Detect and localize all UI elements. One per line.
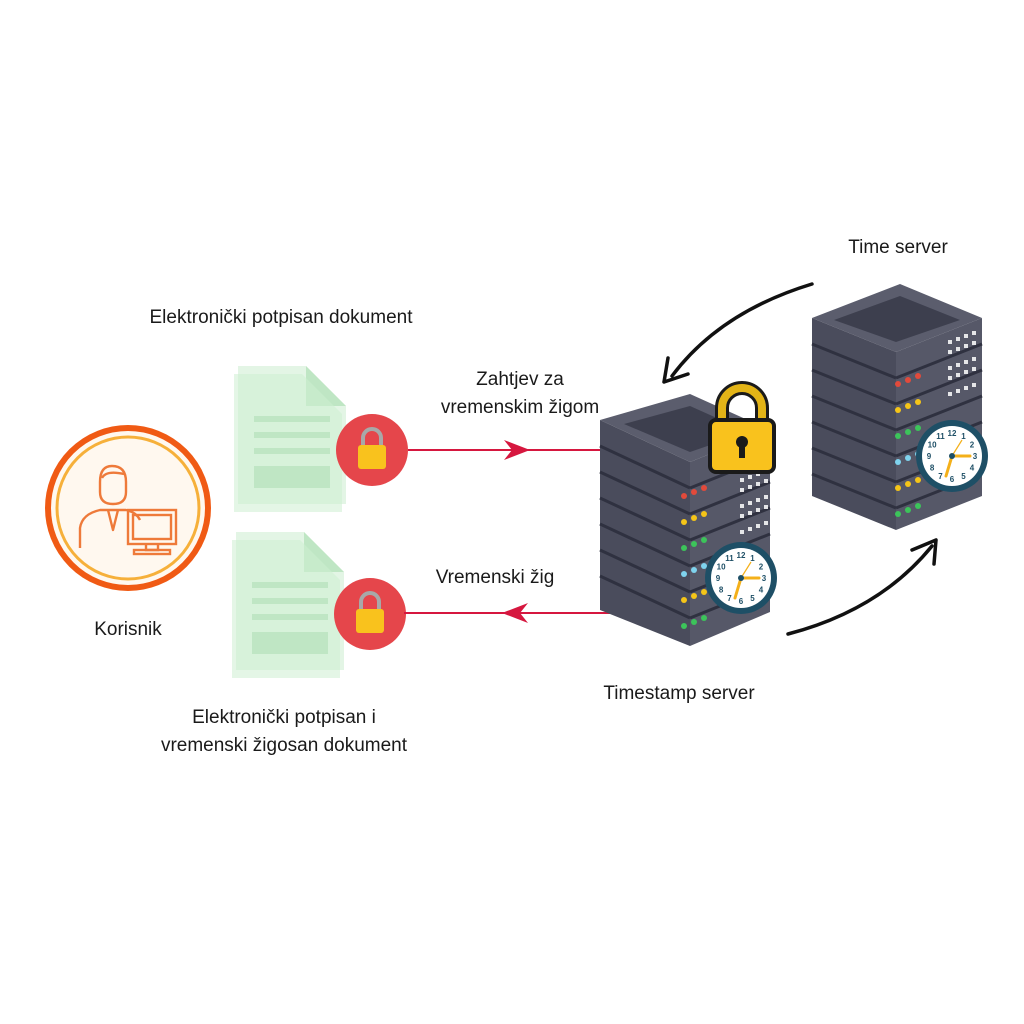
request-arrow: [408, 440, 600, 460]
label-stamped-document: Elektronički potpisan i vremenski žigosa…: [128, 704, 440, 760]
curved-arrow-icon: [786, 538, 938, 636]
document-icon: [232, 532, 344, 678]
server-icon: [811, 284, 983, 530]
label-request-line2: vremenskim žigom: [440, 397, 600, 418]
label-stamped-line1: Elektronički potpisan i: [192, 707, 376, 728]
time-server: [811, 284, 990, 530]
label-response: Vremenski žig: [435, 567, 555, 588]
timestamp-server: [599, 381, 779, 646]
response-arrow: [404, 603, 622, 623]
label-user: Korisnik: [94, 619, 162, 640]
lock-icon: [332, 576, 408, 652]
label-request: Zahtjev za vremenskim žigom: [410, 366, 630, 422]
lock-icon: [334, 412, 410, 488]
signed-document: [234, 366, 410, 512]
document-icon: [234, 366, 346, 512]
label-time-server: Time server: [848, 237, 948, 258]
padlock-icon: [708, 381, 776, 474]
user-node: [45, 425, 211, 591]
label-signed-document: Elektronički potpisan dokument: [149, 307, 413, 328]
curved-arrow-icon: [662, 282, 814, 384]
label-timestamp-server: Timestamp server: [603, 683, 755, 704]
stamped-document: [232, 532, 408, 678]
clock-icon: [914, 418, 990, 494]
label-request-line1: Zahtjev za: [476, 369, 564, 390]
label-stamped-line2: vremenski žigosan dokument: [160, 735, 408, 756]
clock-icon: [703, 540, 779, 616]
computer-icon: [126, 508, 178, 556]
